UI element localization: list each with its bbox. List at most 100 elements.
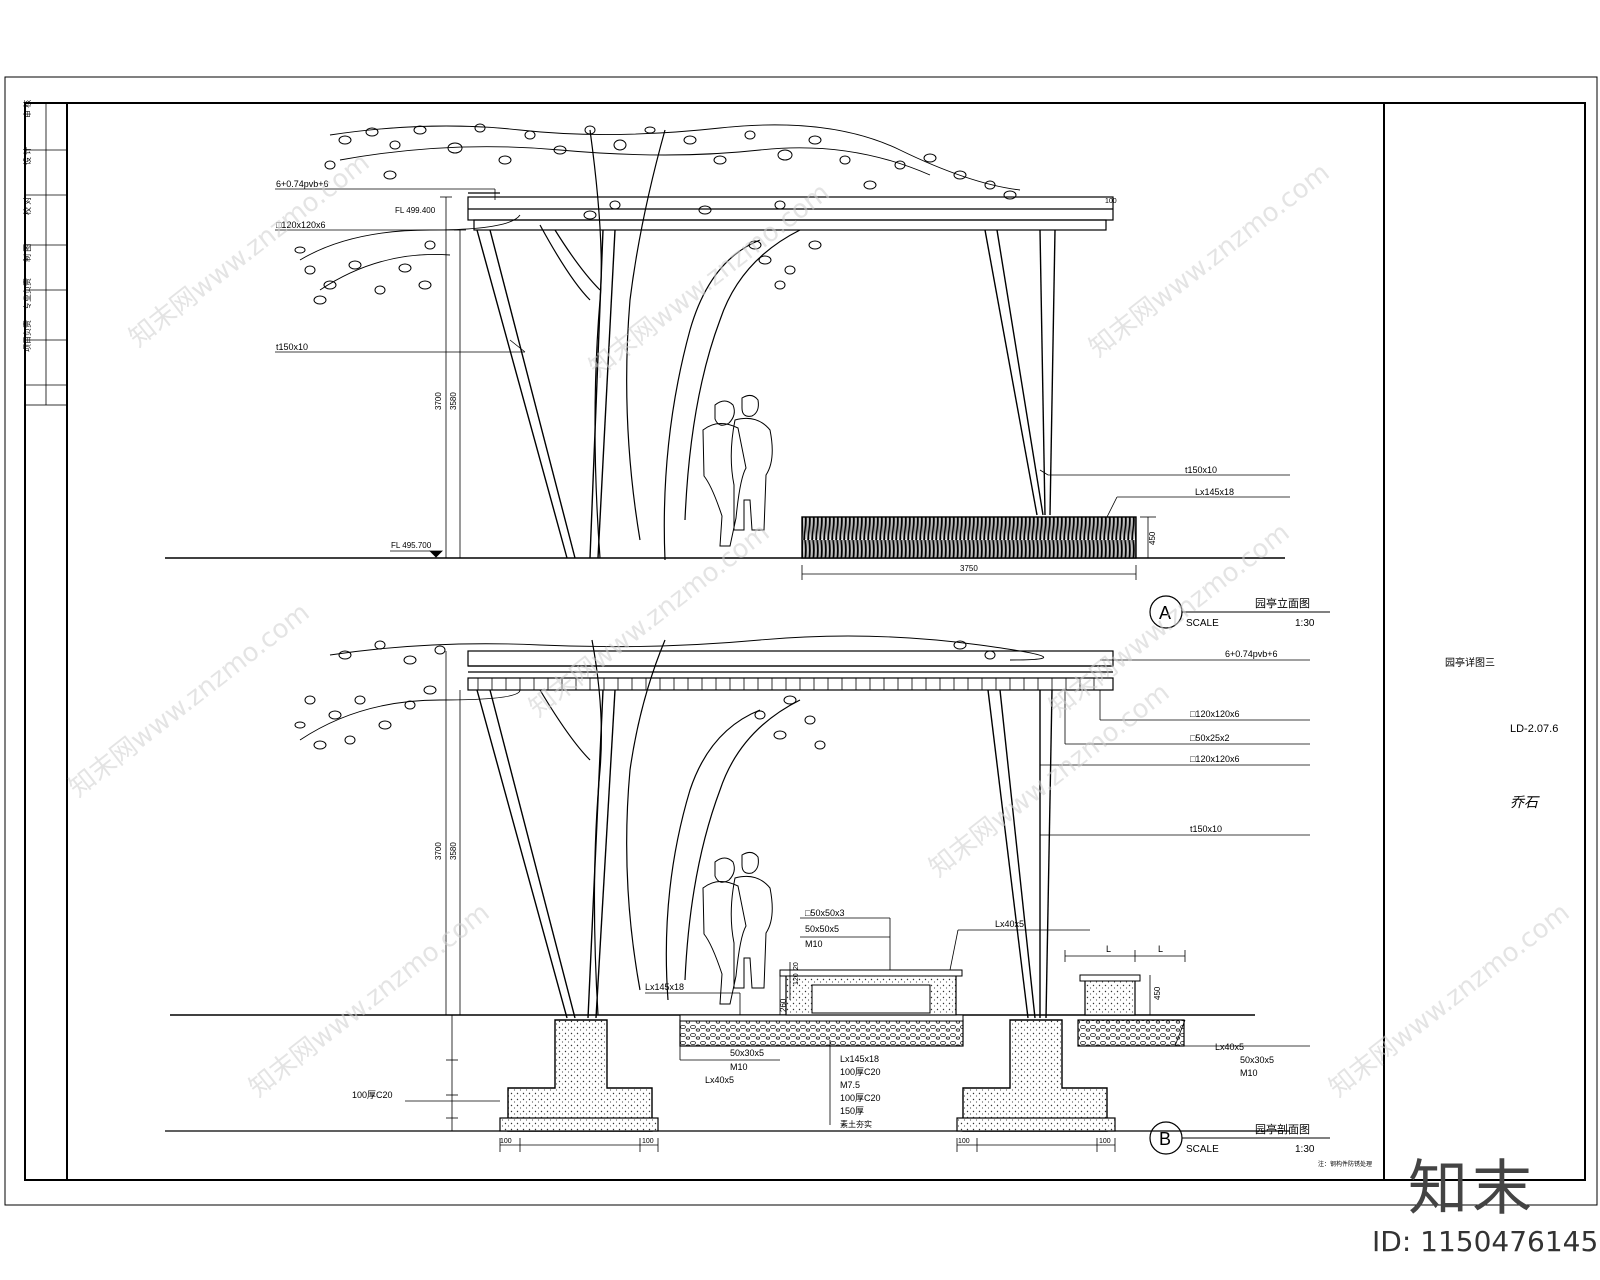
people-b bbox=[702, 851, 773, 1005]
b-bench-top-1: □50x50x3 bbox=[805, 908, 844, 918]
bench-a-dims bbox=[801, 516, 1156, 580]
drawing-title: 园亭详图三 bbox=[1445, 656, 1495, 669]
footing-left bbox=[507, 1019, 653, 1132]
b-scale-label: SCALE bbox=[1186, 1144, 1219, 1155]
b-footing-w2: 100 bbox=[642, 1138, 654, 1145]
document-id: ID: 1150476145 bbox=[1372, 1225, 1599, 1258]
b-mid-3: Lx40x5 bbox=[705, 1075, 734, 1085]
tb-discipline-lead: 专业负责 bbox=[22, 278, 32, 310]
b-bench-angle: Lx40x5 bbox=[995, 919, 1024, 929]
roof-a bbox=[467, 192, 1114, 231]
height-dims-b bbox=[445, 651, 461, 1131]
a-label-angle: Lx145x18 bbox=[1195, 487, 1234, 497]
drawing-number: LD-2.07.6 bbox=[1510, 723, 1558, 735]
a-dim-100: 100 bbox=[1105, 198, 1117, 205]
a-dim-bench-height: 450 bbox=[1148, 531, 1157, 545]
a-dim-bench-width: 3750 bbox=[960, 564, 978, 573]
tree-trunks-a bbox=[539, 129, 801, 561]
b-right-1: Lx40x5 bbox=[1215, 1042, 1244, 1052]
tb-draw: 制 图 bbox=[22, 244, 32, 262]
paving-gravel bbox=[679, 1019, 964, 1047]
bench-dims-b bbox=[779, 950, 1186, 1015]
elevation-a bbox=[165, 123, 1330, 629]
bench-b-top bbox=[779, 969, 963, 977]
bench-a bbox=[801, 516, 1137, 559]
b-footing-w3: 100 bbox=[958, 1138, 970, 1145]
b-c20-left: 100厚C20 bbox=[352, 1090, 393, 1100]
b-bench-steel: Lx145x18 bbox=[645, 982, 684, 992]
footing-right-base bbox=[956, 1117, 1116, 1132]
b-layer-5: 150厚 bbox=[840, 1106, 864, 1116]
b-label-plate: t150x10 bbox=[1190, 824, 1222, 834]
b-layer-4: 100厚C20 bbox=[840, 1093, 881, 1103]
b-mid-1: 50x30x5 bbox=[730, 1048, 764, 1058]
brand-logo-text: 知末 bbox=[1408, 1154, 1536, 1224]
section-b-text: 6+0.74pvb+6 □120x120x6 □50x25x2 □120x120… bbox=[352, 649, 1372, 1168]
a-scale-value: 1:30 bbox=[1295, 618, 1315, 629]
leaders-b bbox=[405, 659, 1310, 1125]
b-bench-top-2: 50x50x5 bbox=[805, 924, 839, 934]
roof-b bbox=[467, 650, 1114, 691]
paving-gravel-right bbox=[1077, 1019, 1185, 1047]
b-dim-L1: L bbox=[1106, 944, 1111, 954]
b-dim-3700: 3700 bbox=[434, 842, 443, 860]
b-label-glass: 6+0.74pvb+6 bbox=[1225, 649, 1278, 659]
a-label-tube: □120x120x6 bbox=[276, 220, 325, 230]
a-title: 园亭立面图 bbox=[1255, 596, 1310, 610]
b-footing-w1: 100 bbox=[500, 1138, 512, 1145]
b-dim-450: 450 bbox=[1153, 986, 1162, 1000]
sheet-border bbox=[4, 76, 1598, 1206]
tree-canopy-b bbox=[294, 635, 1045, 750]
a-label-plate-right: t150x10 bbox=[1185, 465, 1217, 475]
b-layer-2: 100厚C20 bbox=[840, 1067, 881, 1077]
bench-b-right bbox=[1084, 979, 1136, 1016]
bench-b-inner bbox=[811, 984, 931, 1014]
a-label-fl-top: FL 499.400 bbox=[395, 206, 436, 215]
b-dim-120: 120 bbox=[793, 973, 800, 985]
a-marker-letter: A bbox=[1159, 603, 1171, 623]
b-label-tube-1: □120x120x6 bbox=[1190, 709, 1239, 719]
b-scale-value: 1:30 bbox=[1295, 1144, 1315, 1155]
b-dim-20: 20 bbox=[793, 962, 800, 970]
columns-b bbox=[476, 689, 1053, 1019]
a-label-glass: 6+0.74pvb+6 bbox=[276, 179, 329, 189]
b-bench-top-3: M10 bbox=[805, 939, 823, 949]
tb-review: 审 核 bbox=[22, 100, 32, 118]
title-block-right: 园亭详图三 LD-2.07.6 乔石 bbox=[1445, 656, 1558, 810]
height-dims-a bbox=[440, 196, 466, 559]
b-right-2: 50x30x5 bbox=[1240, 1055, 1274, 1065]
b-dim-L2: L bbox=[1158, 944, 1163, 954]
footing-dims-b bbox=[499, 1138, 1116, 1152]
section-b bbox=[165, 635, 1330, 1155]
b-label-tube-2: □50x25x2 bbox=[1190, 733, 1229, 743]
elevation-a-text: 6+0.74pvb+6 □120x120x6 FL 499.400 t150x1… bbox=[276, 179, 1315, 629]
b-layer-1: Lx145x18 bbox=[840, 1054, 879, 1064]
footing-left-base bbox=[499, 1117, 659, 1132]
a-label-plate: t150x10 bbox=[276, 342, 308, 352]
people-a bbox=[702, 394, 773, 547]
tb-design: 设 计 bbox=[22, 147, 32, 165]
handwriting: 乔石 bbox=[1510, 794, 1540, 810]
title-block-left-text: 审 核 设 计 校 对 制 图 专业负责 项目负责 bbox=[22, 100, 32, 352]
roof-b-purlins bbox=[477, 678, 1095, 690]
b-layer-3: M7.5 bbox=[840, 1080, 860, 1090]
tree-trunks-b bbox=[539, 639, 801, 1016]
b-footing-w4: 100 bbox=[1099, 1138, 1111, 1145]
a-dim-3580: 3580 bbox=[449, 392, 458, 410]
title-block-left bbox=[24, 102, 68, 406]
a-scale-label: SCALE bbox=[1186, 618, 1219, 629]
a-label-fl-ground: FL 495.700 bbox=[391, 541, 432, 550]
b-label-tube-3: □120x120x6 bbox=[1190, 754, 1239, 764]
b-marker-letter: B bbox=[1159, 1129, 1171, 1149]
paving-slab bbox=[679, 1014, 964, 1022]
b-dim-260: 260 bbox=[779, 998, 788, 1012]
b-right-3: M10 bbox=[1240, 1068, 1258, 1078]
b-mid-2: M10 bbox=[730, 1062, 748, 1072]
tb-check: 校 对 bbox=[22, 197, 32, 215]
tb-project-lead: 项目负责 bbox=[22, 320, 32, 352]
b-layer-6: 素土夯实 bbox=[840, 1119, 872, 1129]
leaders-a bbox=[275, 188, 1290, 558]
b-dim-3580: 3580 bbox=[449, 842, 458, 860]
b-note: 注：钢构件防锈处理 bbox=[1318, 1160, 1372, 1168]
